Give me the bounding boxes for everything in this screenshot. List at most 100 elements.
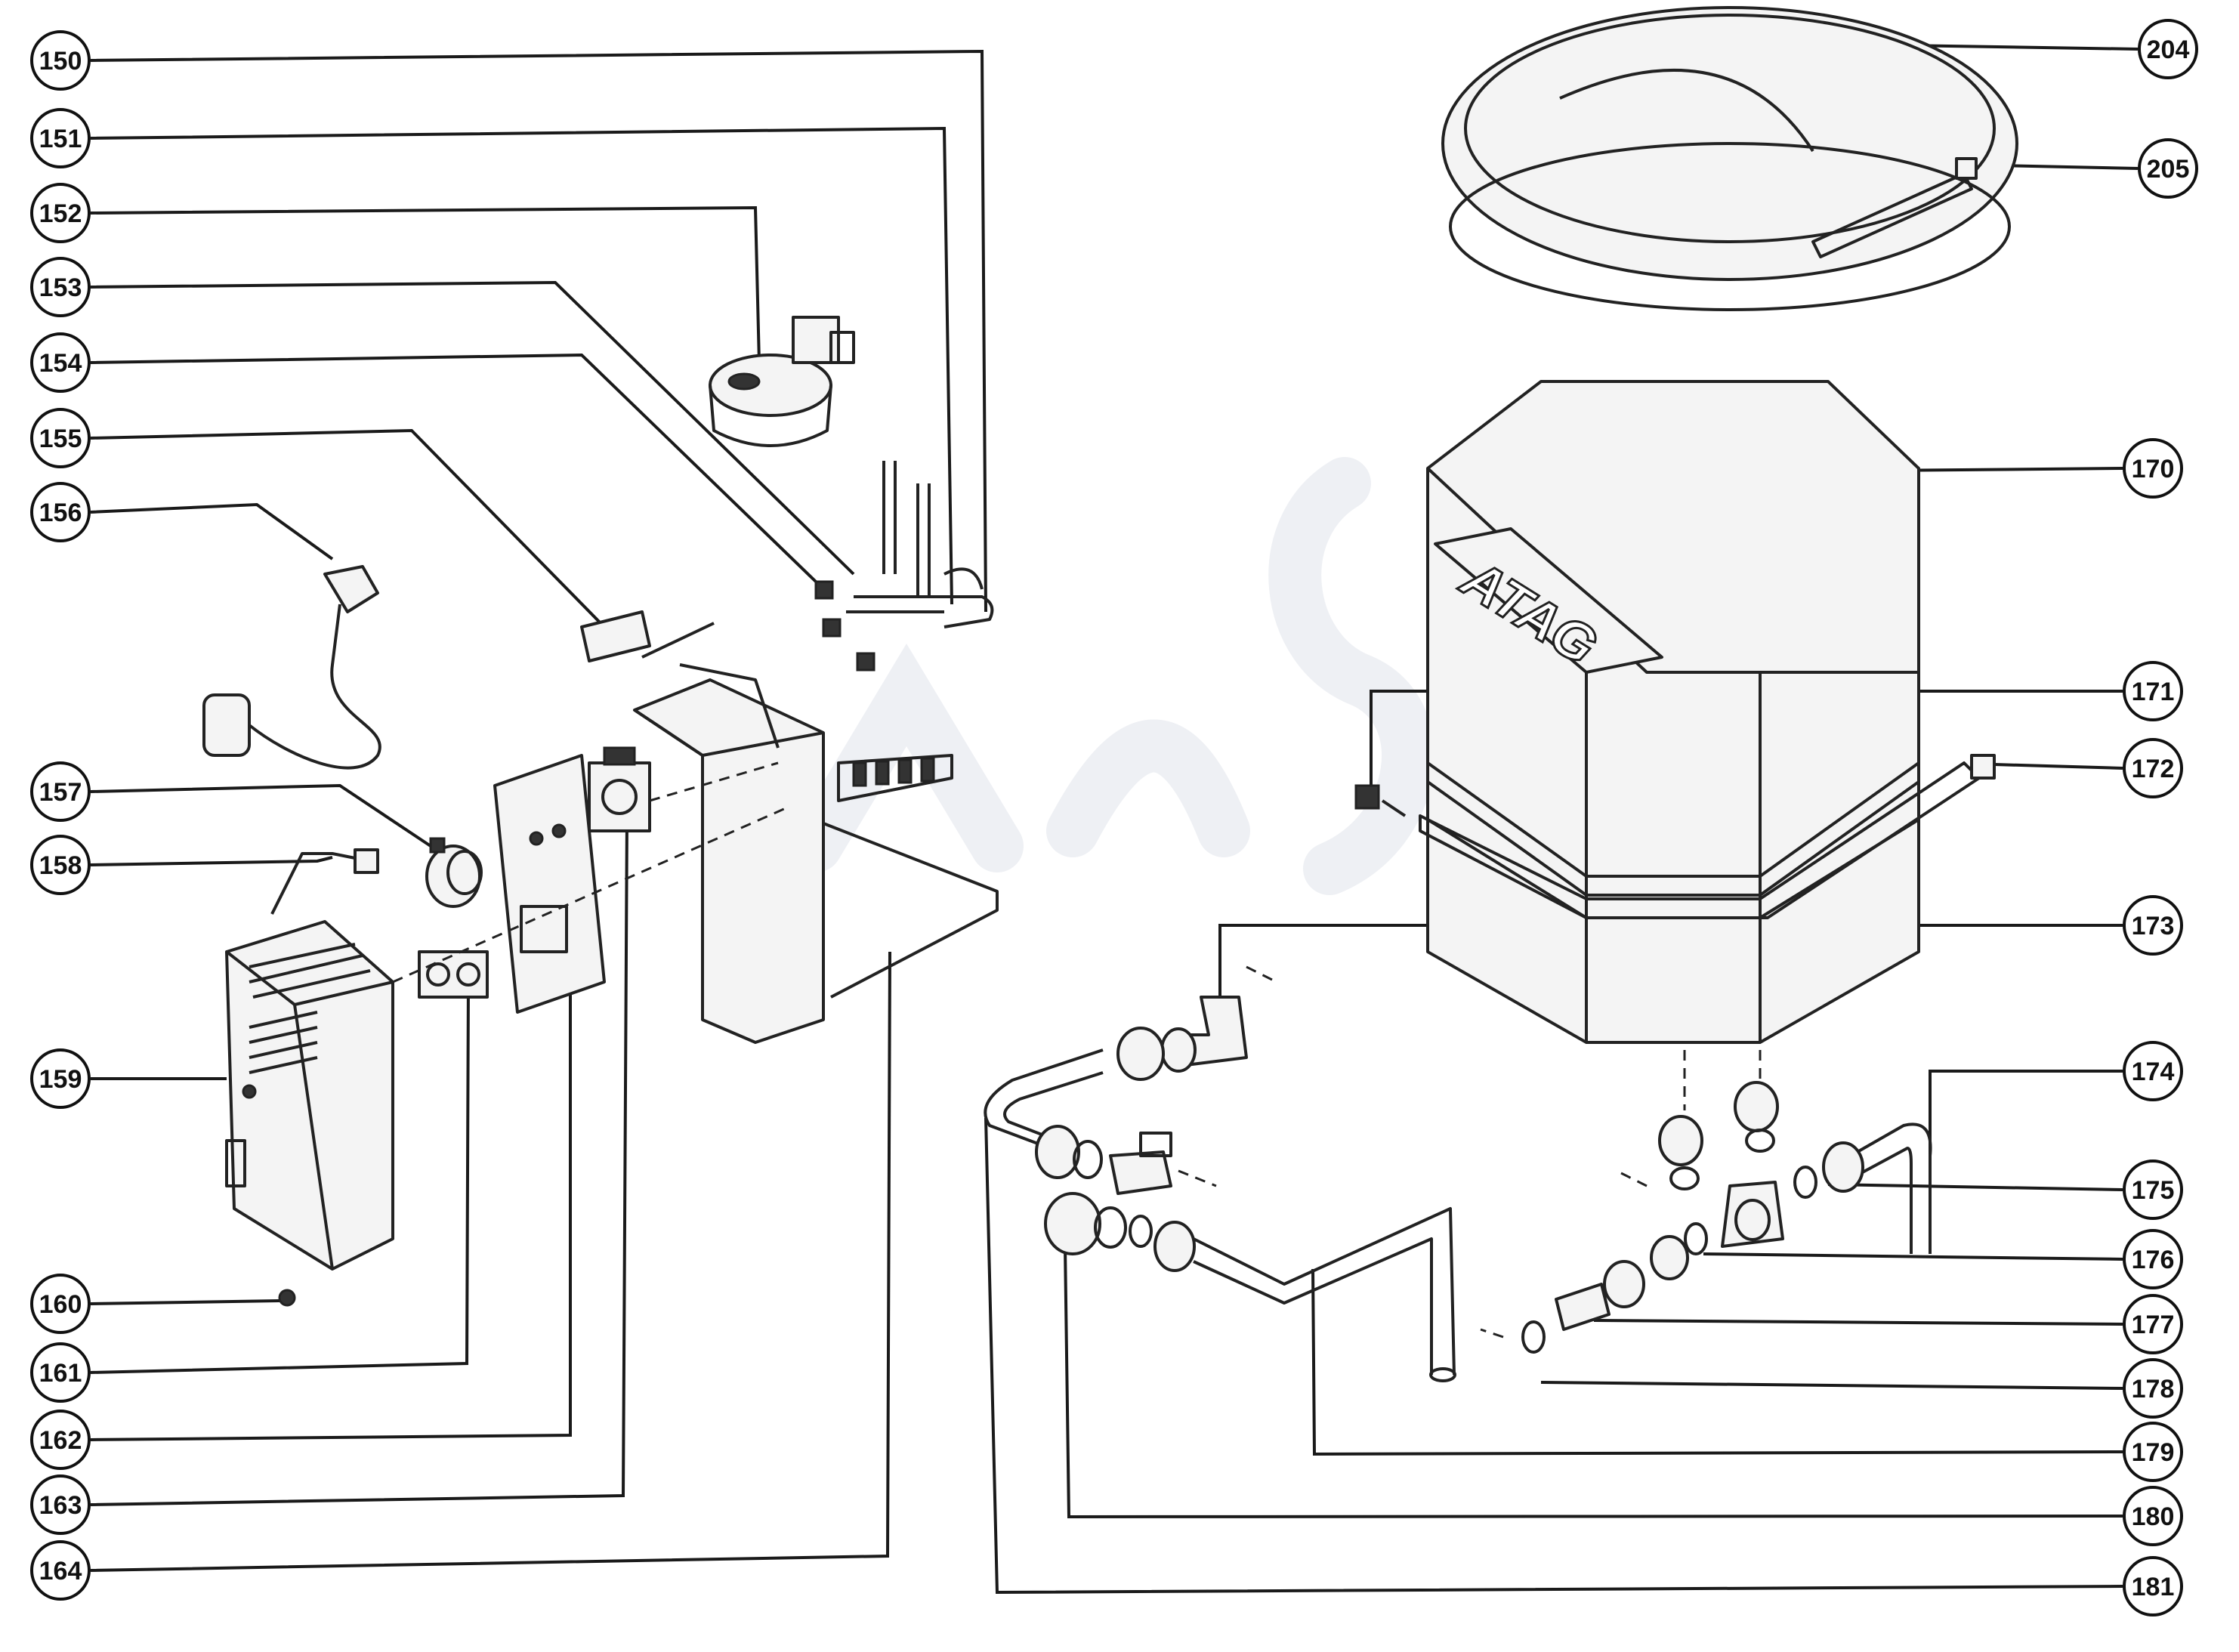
screw-160: [278, 1289, 296, 1307]
callout-181-label: 181: [2132, 1573, 2175, 1601]
leader-175: [1827, 1183, 2123, 1191]
vent-slots: [249, 943, 371, 1074]
callout-174-label: 174: [2132, 1058, 2175, 1086]
callout-150-label: 150: [39, 47, 82, 76]
seal-175: [1793, 1166, 1817, 1199]
leader-179: [1311, 1268, 2123, 1456]
callout-179: 179: [2123, 1422, 2183, 1482]
strap-172: [1419, 754, 1996, 919]
burner-injectors: [852, 757, 935, 787]
tank-connectors: [1658, 1050, 1779, 1190]
gas-pipe-manifold-150-154: [814, 461, 994, 672]
thermocouple-158: [270, 848, 379, 915]
knob-157: [425, 837, 483, 908]
leader-158: [90, 856, 333, 866]
callout-180: 180: [2123, 1486, 2183, 1546]
connector-177: [1555, 1260, 1645, 1331]
callout-171: 171: [2123, 661, 2183, 721]
leader-178: [1540, 1381, 2123, 1390]
callout-174: 174: [2123, 1041, 2183, 1101]
leader-180: [1064, 1246, 2123, 1519]
callout-170-label: 170: [2132, 455, 2175, 483]
ignition-cable-156: [202, 565, 381, 770]
gasket-155: [580, 610, 715, 662]
callout-150: 150: [30, 30, 91, 91]
callout-205: 205: [2138, 138, 2198, 199]
callout-204-label: 204: [2147, 36, 2190, 64]
valve-180: [1044, 1192, 1153, 1255]
callout-163: 163: [30, 1474, 91, 1535]
callout-164-label: 164: [39, 1557, 82, 1586]
leader-176: [1703, 1252, 2123, 1261]
callout-159-label: 159: [39, 1065, 82, 1094]
callout-173: 173: [2123, 895, 2183, 956]
leader-153: [90, 280, 855, 576]
return-pipe-181: [984, 1048, 1104, 1179]
callout-177-label: 177: [2132, 1311, 2175, 1339]
boiler-tank-170: ATAG: [1426, 380, 1920, 1044]
callout-157-label: 157: [39, 778, 82, 807]
callout-155-label: 155: [39, 425, 82, 453]
callout-204: 204: [2138, 19, 2198, 79]
callout-179-label: 179: [2132, 1438, 2175, 1467]
gas-valve-163: [588, 746, 651, 832]
flow-pipe-179: [1153, 1207, 1456, 1382]
leader-162: [90, 937, 572, 1441]
callout-172-label: 172: [2132, 755, 2175, 783]
leader-174: [1929, 1070, 2123, 1246]
callout-152-label: 152: [39, 199, 82, 228]
callout-162-label: 162: [39, 1426, 82, 1455]
callout-161-label: 161: [39, 1359, 82, 1388]
tee-fitting-left: [1109, 1132, 1217, 1195]
callout-160: 160: [30, 1274, 91, 1334]
callout-154-label: 154: [39, 349, 82, 378]
callout-163-label: 163: [39, 1491, 82, 1520]
callout-173-label: 173: [2132, 912, 2175, 940]
expansion-vessel-204: [1441, 6, 2018, 311]
callout-160-label: 160: [39, 1290, 82, 1319]
callout-180-label: 180: [2132, 1502, 2175, 1531]
leader-154: [90, 353, 817, 583]
leader-157: [90, 783, 432, 848]
callout-153-label: 153: [39, 273, 82, 302]
callout-152: 152: [30, 183, 91, 243]
callout-164: 164: [30, 1540, 91, 1601]
washer-178: [1480, 1320, 1546, 1354]
watermark: [789, 457, 1435, 895]
callout-170: 170: [2123, 438, 2183, 499]
leader-181: [984, 1117, 2123, 1595]
callout-171-label: 171: [2132, 678, 2175, 706]
brand-plate: ATAG: [1434, 527, 1663, 678]
callout-151-label: 151: [39, 125, 82, 153]
leader-152: [90, 205, 761, 363]
callout-178-label: 178: [2132, 1375, 2175, 1403]
callout-153: 153: [30, 257, 91, 317]
callout-151: 151: [30, 108, 91, 168]
leader-151: [90, 126, 953, 605]
callout-159: 159: [30, 1048, 91, 1109]
callout-205-label: 205: [2147, 155, 2190, 184]
leader-156: [90, 502, 334, 560]
callout-157: 157: [30, 761, 91, 822]
leader-177: [1593, 1319, 2123, 1326]
callout-176-label: 176: [2132, 1246, 2175, 1274]
control-panel-162: [493, 754, 606, 1014]
callout-156: 156: [30, 482, 91, 542]
callout-161: 161: [30, 1342, 91, 1403]
callout-162: 162: [30, 1410, 91, 1470]
sensor-171: [1354, 784, 1407, 817]
callout-177: 177: [2123, 1294, 2183, 1354]
tee-fitting-176: [1616, 1169, 1784, 1280]
callout-181: 181: [2123, 1556, 2183, 1616]
callout-176: 176: [2123, 1229, 2183, 1289]
pressure-switch-152: [709, 316, 855, 447]
callout-158: 158: [30, 835, 91, 895]
callout-175-label: 175: [2132, 1176, 2175, 1205]
callout-154: 154: [30, 332, 91, 393]
elbow-fitting-173: [1116, 965, 1277, 1081]
leader-155: [90, 428, 606, 628]
leader-150: [90, 49, 987, 613]
callout-158-label: 158: [39, 851, 82, 880]
leader-172: [1993, 763, 2123, 770]
